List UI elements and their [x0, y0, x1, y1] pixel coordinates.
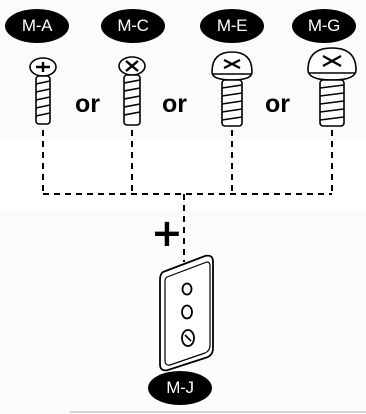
- screw-label-m-a: M-A: [5, 9, 69, 43]
- screw-m-e-icon: [211, 51, 253, 127]
- or-text-3: or: [265, 90, 290, 118]
- or-text-1: or: [75, 90, 100, 118]
- screw-label-m-e: M-E: [200, 9, 264, 43]
- plus-icon: +: [151, 211, 183, 255]
- screw-m-c-icon: [118, 56, 146, 126]
- bracket-m-j-icon: [159, 254, 214, 372]
- or-text-2: or: [162, 90, 187, 118]
- screw-label-m-c: M-C: [101, 9, 165, 43]
- divider-line: [70, 411, 366, 413]
- screw-m-a-icon: [29, 57, 57, 125]
- bracket-label-m-j: M-J: [148, 371, 212, 405]
- screw-m-g-icon: [307, 47, 357, 127]
- screw-label-m-g: M-G: [292, 9, 356, 43]
- dashed-connectors: [42, 130, 333, 262]
